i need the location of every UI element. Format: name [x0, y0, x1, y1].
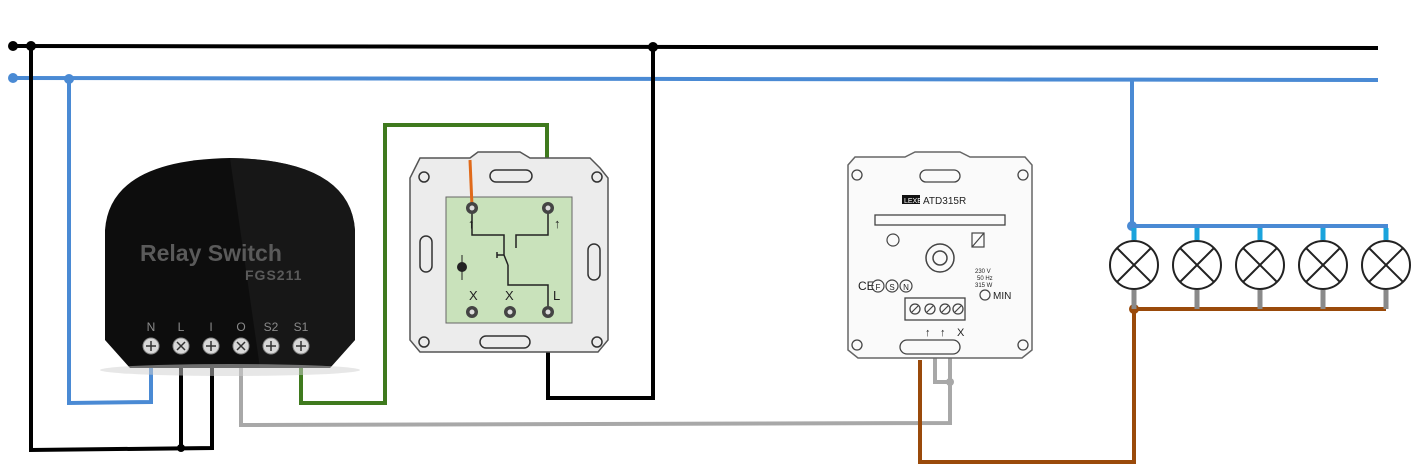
dimmer-terminal-block — [904, 297, 966, 321]
switch-signal-wire — [299, 123, 549, 405]
lamp — [1361, 228, 1411, 309]
dimmer-marking: F — [876, 283, 881, 292]
relay-switch-module: Relay Switch FGS211 N L I O S2 S1 — [100, 158, 360, 376]
relay-terminal-s2: S2 — [262, 320, 280, 355]
screw-icon — [909, 303, 921, 315]
dimmer-knob — [925, 243, 955, 273]
dimmer-model: ATD315R — [923, 196, 966, 207]
dimmer-marking: S — [889, 283, 894, 292]
relay-model: FGS211 — [245, 267, 302, 283]
lamp — [1235, 228, 1285, 309]
live-bottom-junction — [177, 444, 185, 452]
lamp — [1109, 228, 1159, 309]
terminal-label: O — [236, 320, 245, 334]
lamp — [1298, 228, 1348, 309]
relay-terminal-i: I — [202, 320, 220, 355]
lamp-return-wire — [918, 308, 1136, 464]
neutral-bus-wire — [11, 76, 1379, 82]
screw-icon — [939, 303, 951, 315]
switch-terminal-label: L — [553, 288, 560, 303]
switch-terminal-label: X — [505, 288, 514, 303]
terminal-label: L — [178, 320, 185, 334]
marking-circle — [899, 279, 913, 293]
dimmer-rating: 315 W — [975, 283, 993, 289]
dimmer-terminal-mark: ↑ — [940, 327, 946, 339]
terminal-label: I — [209, 320, 212, 334]
screw-icon — [924, 303, 936, 315]
switch-arrow: ↑ — [554, 216, 561, 231]
relay-terminal-o: O — [232, 320, 250, 355]
screw-icon — [952, 303, 964, 315]
lamp-array — [1109, 228, 1411, 309]
switch-terminal-label: X — [469, 288, 478, 303]
switch-feed-wire — [468, 159, 474, 207]
dimmer-terminal-mark: X — [957, 327, 965, 339]
ce-mark: CE — [858, 279, 875, 293]
live-bus-wire — [11, 44, 1379, 50]
dimmer-marking: N — [903, 283, 909, 292]
terminal-label: S2 — [264, 320, 279, 334]
relay-name: Relay Switch — [140, 240, 282, 266]
push-switch: X X L ↑ ↑ — [409, 151, 609, 353]
marking-circle — [885, 279, 899, 293]
terminal-label: N — [147, 320, 156, 334]
dimmer-rating: 230 V — [975, 269, 991, 275]
min-label: MIN — [993, 291, 1011, 302]
output-wire — [239, 350, 952, 428]
switch-live-wire — [546, 47, 655, 400]
live-terminal-dot — [8, 41, 18, 51]
relay-terminal-n: N — [142, 320, 160, 355]
output-junction — [946, 378, 954, 386]
neutral-terminal-dot — [8, 73, 18, 83]
driver-symbol-icon — [971, 232, 985, 248]
lamp-symbol-icon — [886, 233, 900, 247]
lamp-neutral-wire — [1130, 80, 1388, 238]
relay-terminal-s1: S1 — [292, 320, 310, 355]
relay-terminal-l: L — [172, 320, 190, 355]
switch-arrow: ↑ — [468, 216, 475, 231]
dimmer-rating: 50 Hz — [977, 276, 993, 282]
marking-circle — [871, 279, 885, 293]
lamp — [1172, 228, 1222, 309]
dimmer-terminal-mark: ↑ — [925, 327, 931, 339]
live-feed-wire — [29, 46, 214, 453]
terminal-label: S1 — [294, 320, 309, 334]
neutral-to-relay-wire — [67, 79, 153, 406]
dimmer-brand: LEXEL — [904, 198, 926, 205]
